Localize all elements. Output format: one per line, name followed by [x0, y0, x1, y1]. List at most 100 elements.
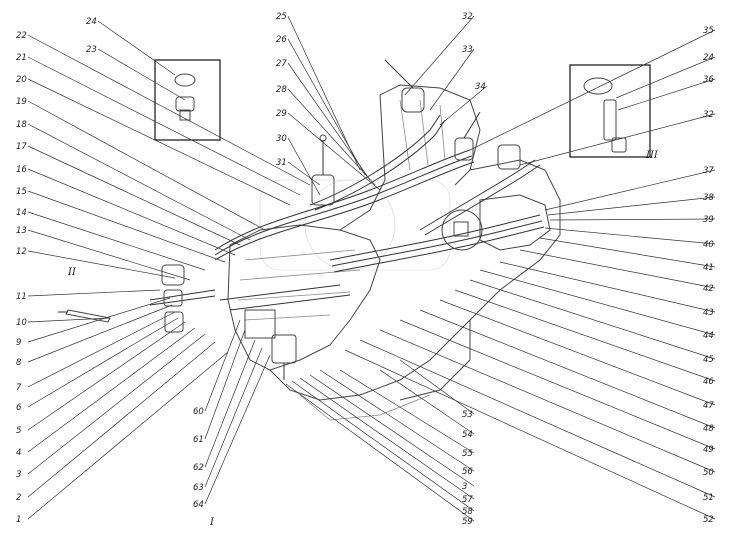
leader-left_labels-0: [27, 34, 311, 186]
label-left_labels-20: 2: [16, 493, 21, 503]
leader-top_labels-6: [287, 112, 381, 191]
leader-bottom_labels-8: [319, 369, 475, 472]
leader-top_labels-7: [287, 137, 321, 196]
label-left_labels-3: 19: [16, 97, 27, 107]
filter-top-left: [311, 134, 335, 206]
leader-right_labels-15: [419, 309, 716, 429]
label-bottom_labels-5: 53: [462, 410, 473, 420]
leader-right_labels-7: [544, 227, 716, 245]
leader-right_labels-0: [469, 29, 716, 151]
leader-right_labels-16: [399, 319, 716, 450]
leader-top_labels-8: [287, 161, 321, 186]
label-right_labels-8: 41: [703, 263, 714, 273]
leader-left_labels-8: [27, 211, 206, 271]
label-top_labels-4: 27: [276, 59, 287, 69]
leader-left_labels-13: [27, 297, 171, 343]
leader-left_labels-11: [27, 289, 161, 297]
label-bottom_labels-0: 60: [193, 407, 204, 417]
leader-bottom_labels-7: [339, 369, 475, 454]
label-bottom_labels-1: 61: [193, 435, 204, 445]
leader-top_labels-5: [287, 88, 376, 186]
label-right_labels-11: 44: [703, 331, 714, 341]
leader-right_labels-3: [519, 113, 716, 166]
leader-left_labels-18: [27, 327, 196, 453]
nozzle-part: [58, 309, 111, 323]
valve-detail-III: [441, 209, 483, 251]
leader-left_labels-14: [27, 304, 173, 363]
label-left_labels-9: 13: [16, 226, 27, 236]
label-roman_labels-1: III: [645, 150, 659, 161]
leader-bottom_labels-1: [204, 329, 246, 440]
leader-bottom_labels-5: [399, 359, 475, 415]
leader-right_labels-14: [439, 299, 716, 406]
label-left_labels-18: 4: [16, 448, 21, 458]
leader-top_labels-9: [404, 15, 475, 96]
inset-detail-right: [569, 64, 651, 158]
label-left_labels-11: 11: [16, 292, 27, 302]
label-bottom_labels-3: 63: [193, 483, 204, 493]
leader-left_labels-4: [27, 123, 251, 241]
label-right_labels-9: 42: [703, 284, 714, 294]
label-top_labels-7: 30: [276, 134, 287, 144]
leader-left_labels-15: [27, 311, 176, 388]
label-top_labels-10: 33: [462, 45, 473, 55]
label-right_labels-16: 49: [703, 445, 714, 455]
filter-tank-neck: [384, 59, 425, 113]
leader-bottom_labels-6: [379, 369, 475, 435]
leader-right_labels-1: [615, 56, 716, 99]
label-bottom_labels-4: 64: [193, 500, 204, 510]
inset-detail-left: [154, 59, 221, 141]
leader-right_labels-18: [359, 339, 716, 498]
label-right_labels-0: 35: [703, 26, 714, 36]
label-bottom_labels-12: 59: [462, 517, 473, 527]
label-bottom_labels-11: 58: [462, 507, 473, 517]
label-right_labels-7: 40: [703, 240, 714, 250]
label-left_labels-19: 3: [16, 470, 21, 480]
leader-bottom_labels-9: [309, 374, 475, 487]
pump-right: [497, 144, 521, 170]
label-right_labels-13: 46: [703, 377, 714, 387]
leader-left_labels-1: [27, 56, 301, 196]
leader-left_labels-2: [27, 78, 291, 206]
leader-left_labels-21: [27, 351, 229, 520]
label-right_labels-1: 24: [703, 53, 714, 63]
label-bottom_labels-8: 56: [462, 467, 473, 477]
label-top_labels-0: 24: [86, 17, 97, 27]
fuel-pipes: [149, 114, 545, 311]
leader-bottom_labels-0: [204, 319, 241, 412]
leader-right_labels-17: [379, 329, 716, 473]
label-bottom_labels-6: 54: [462, 430, 473, 440]
label-right_labels-2: 36: [703, 75, 714, 85]
leader-left_labels-9: [27, 229, 191, 281]
leader-bottom_labels-10: [299, 377, 475, 500]
label-left_labels-12: 10: [16, 318, 27, 328]
injector-pump: [244, 309, 297, 380]
leader-left_labels-6: [27, 168, 236, 256]
leader-right_labels-10: [499, 261, 716, 313]
label-right_labels-19: 52: [703, 515, 714, 525]
leader-right_labels-19: [344, 349, 716, 520]
label-bottom_labels-10: 57: [462, 495, 473, 505]
label-left_labels-15: 7: [16, 383, 22, 393]
leader-right_labels-5: [547, 196, 716, 216]
leader-bottom_labels-11: [291, 380, 475, 512]
label-right_labels-6: 39: [703, 215, 714, 225]
leader-lines: [27, 15, 716, 522]
leader-bottom_labels-4: [204, 354, 271, 505]
label-top_labels-8: 31: [276, 158, 287, 168]
label-right_labels-12: 45: [703, 355, 714, 365]
leader-left_labels-16: [27, 317, 179, 408]
label-roman_labels-0: II: [67, 267, 77, 278]
label-left_labels-6: 16: [16, 165, 27, 175]
filter-left-group: [161, 264, 185, 333]
label-top_labels-6: 29: [276, 109, 287, 119]
leader-bottom_labels-12: [285, 383, 475, 522]
filter-right: [454, 111, 481, 161]
label-bottom_labels-9: 3: [462, 482, 467, 492]
leader-top_labels-11: [439, 85, 488, 126]
label-right_labels-15: 48: [703, 424, 714, 434]
leader-right_labels-6: [549, 218, 716, 221]
leader-left_labels-12: [27, 317, 111, 323]
part-labels: 2221201918171615141312111098765432135243…: [16, 12, 714, 528]
